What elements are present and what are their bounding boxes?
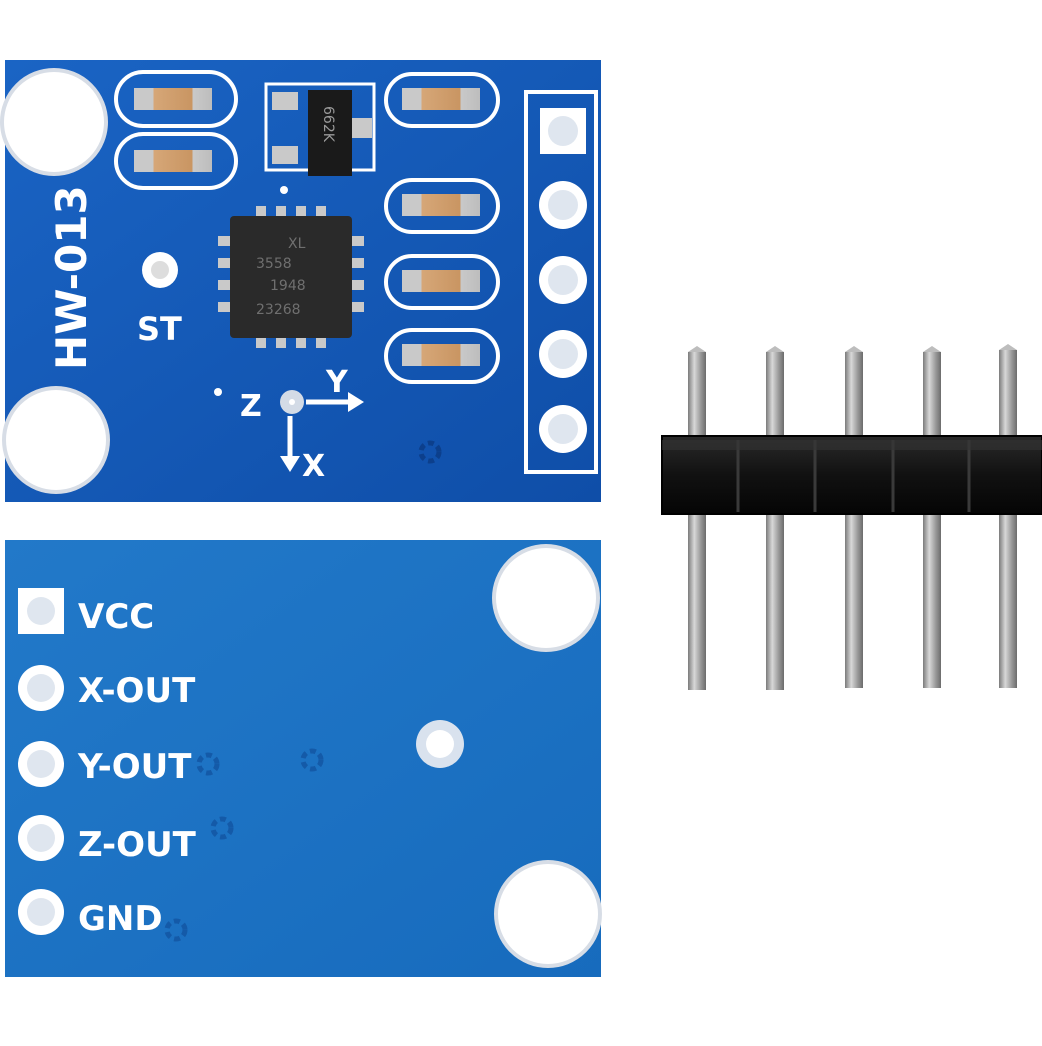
back-board: VCC X-OUT Y-OUT Z-OUT GND [5, 540, 602, 977]
via [164, 748, 324, 942]
mounting-hole [0, 68, 108, 176]
pin-label-gnd: GND [78, 899, 163, 939]
via [280, 186, 442, 464]
pin-label-x-out: X-OUT [78, 671, 196, 711]
capacitor [384, 72, 500, 128]
front-header-pads [524, 90, 598, 474]
st-label: ST [137, 310, 182, 348]
capacitor [114, 132, 238, 190]
chip-marking-line: XL [288, 236, 306, 252]
chip-marking-line: 3558 [256, 256, 292, 272]
axis-label-y: Y [325, 365, 349, 400]
capacitor [114, 70, 238, 128]
mounting-hole [492, 544, 600, 652]
st-pad-back-hole [426, 730, 454, 758]
mounting-hole [494, 860, 602, 968]
capacitor [384, 178, 500, 234]
accelerometer-chip: XL 3558 1948 23268 [218, 206, 364, 348]
capacitor [384, 328, 500, 384]
back-pin-pads [18, 588, 64, 935]
axis-marker: Z Y X [214, 365, 364, 484]
axis-label-z: Z [240, 389, 262, 424]
st-pad [142, 252, 178, 288]
header-plastic [661, 435, 1042, 515]
voltage-regulator: 662K [264, 82, 376, 176]
header-pin [688, 346, 706, 690]
pin-header [661, 344, 1042, 690]
chip-marking-line: 1948 [270, 278, 306, 294]
model-label: HW-013 [47, 185, 96, 370]
st-pad-hole [151, 261, 169, 279]
chip-marking-line: 23268 [256, 302, 301, 318]
header-pin [766, 346, 784, 690]
front-board: HW-013 ST 662K [0, 60, 601, 502]
header-pin [923, 346, 941, 688]
capacitor [384, 254, 500, 310]
axis-label-x: X [302, 449, 325, 484]
header-pin [845, 346, 863, 688]
pin-label-vcc: VCC [78, 597, 154, 637]
mounting-hole [2, 386, 110, 494]
header-pin [999, 344, 1017, 688]
pin-label-z-out: Z-OUT [78, 825, 197, 865]
regulator-marking: 662K [320, 106, 336, 143]
pin-label-y-out: Y-OUT [77, 747, 192, 787]
